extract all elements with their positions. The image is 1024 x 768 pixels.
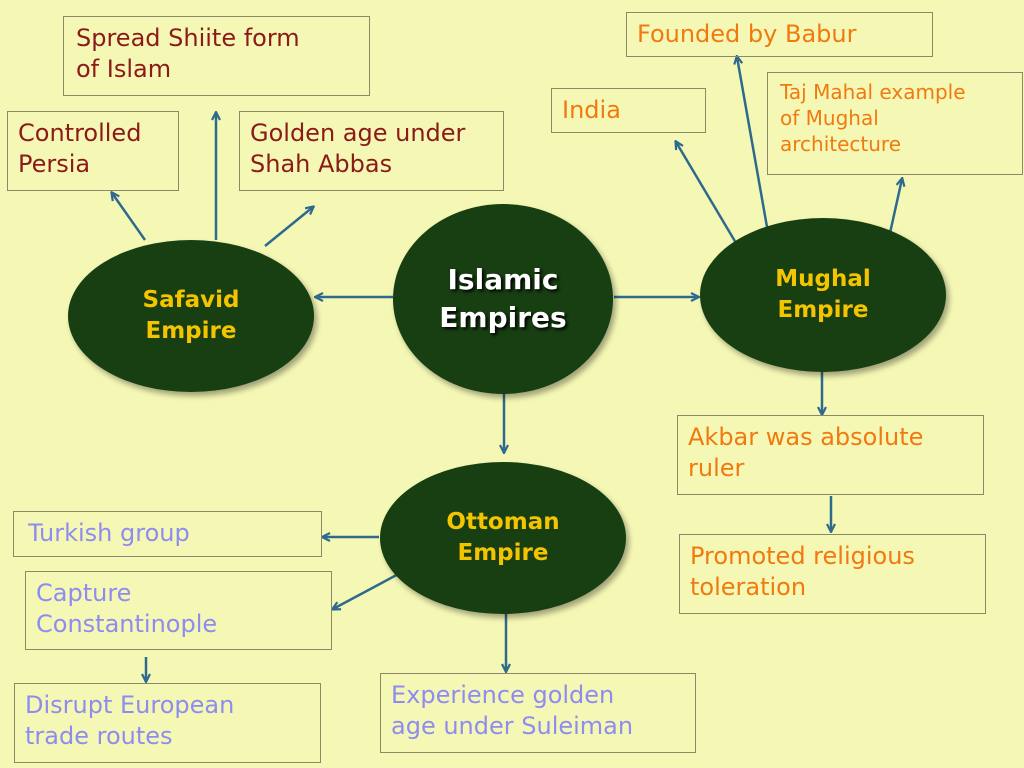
node-ottoman-empire-label: Ottoman Empire [446, 508, 560, 566]
fact-founded-by-babur: Founded by Babur [626, 12, 933, 57]
fact-akbar-absolute-ruler: Akbar was absolute ruler [677, 415, 984, 495]
arrow-mughal-to-india [676, 142, 738, 244]
fact-controlled-persia: Controlled Persia [7, 111, 179, 191]
node-mughal-empire-label: Mughal Empire [775, 265, 871, 323]
node-safavid-empire: Safavid Empire [68, 240, 314, 392]
node-islamic-empires-label: Islamic Empires [439, 263, 567, 334]
node-safavid-empire-label: Safavid Empire [142, 286, 240, 344]
fact-spread-shiite: Spread Shiite form of Islam [63, 16, 370, 96]
fact-turkish-group: Turkish group [13, 511, 322, 557]
arrow-mughal-to-taj [888, 179, 902, 234]
node-mughal-empire: Mughal Empire [700, 218, 946, 372]
fact-taj-mahal: Taj Mahal example of Mughal architecture [767, 72, 1023, 175]
arrow-safavid-to-controlled [112, 193, 147, 241]
arrow-safavid-to-golden [264, 207, 313, 247]
arrow-mughal-to-babur [737, 57, 769, 228]
node-ottoman-empire: Ottoman Empire [380, 462, 626, 614]
arrow-ottoman-to-capture [333, 569, 405, 609]
fact-golden-age-suleiman: Experience golden age under Suleiman [380, 673, 696, 753]
node-islamic-empires: Islamic Empires [393, 204, 613, 394]
fact-disrupt-trade-routes: Disrupt European trade routes [14, 683, 321, 763]
fact-capture-constantinople: Capture Constantinople [25, 571, 332, 650]
fact-india: India [551, 88, 706, 133]
fact-religious-toleration: Promoted religious toleration [679, 534, 986, 614]
fact-golden-age-shah-abbas: Golden age under Shah Abbas [239, 111, 504, 191]
